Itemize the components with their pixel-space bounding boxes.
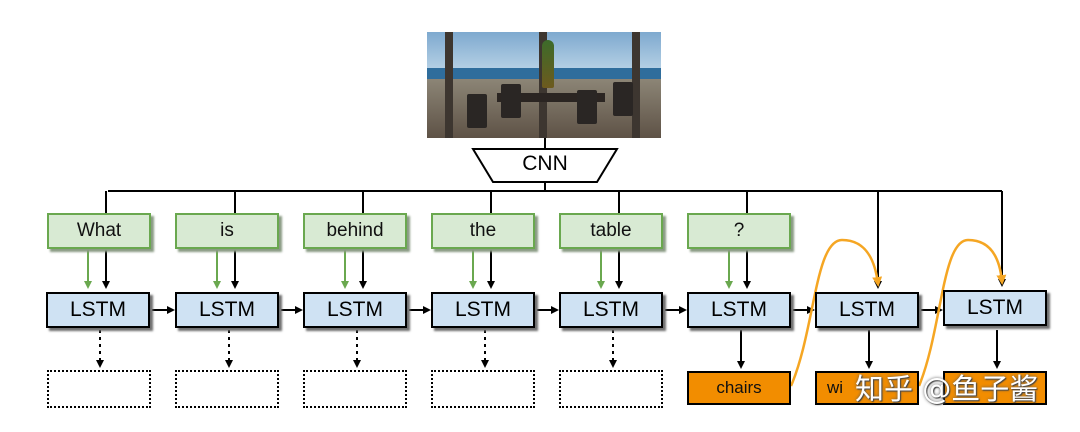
empty-output-4 <box>431 370 535 408</box>
lstm-cell-5: LSTM <box>559 292 663 328</box>
watermark-text: 知乎 @鱼子酱 <box>855 372 1039 406</box>
feedback-arrow-1 <box>789 238 883 387</box>
word-box-table: table <box>559 213 663 249</box>
empty-output-5 <box>559 370 663 408</box>
lstm-cell-3: LSTM <box>303 292 407 328</box>
answer-box-chairs: chairs <box>687 371 791 405</box>
word-box-what: What <box>47 213 151 249</box>
feedback-arrow-2 <box>917 238 1007 387</box>
cnn-label: CNN <box>522 152 568 175</box>
empty-output-3 <box>303 370 407 408</box>
lstm-cell-4: LSTM <box>431 292 535 328</box>
input-photo <box>427 32 661 138</box>
lstm-cell-8: LSTM <box>943 290 1047 326</box>
lstm-cell-7: LSTM <box>815 292 919 328</box>
lstm-cell-6: LSTM <box>687 292 791 328</box>
word-box-behind: behind <box>303 213 407 249</box>
lstm-cell-2: LSTM <box>175 292 279 328</box>
answer-box-wi: wi <box>815 371 919 405</box>
word-box-the: the <box>431 213 535 249</box>
answer-box-3 <box>943 371 1047 405</box>
word-box-is: is <box>175 213 279 249</box>
lstm-cell-1: LSTM <box>46 292 150 328</box>
empty-output-1 <box>47 370 151 408</box>
empty-output-2 <box>175 370 279 408</box>
cnn-trapezoid <box>471 148 619 183</box>
word-box-question-mark: ? <box>687 213 791 249</box>
